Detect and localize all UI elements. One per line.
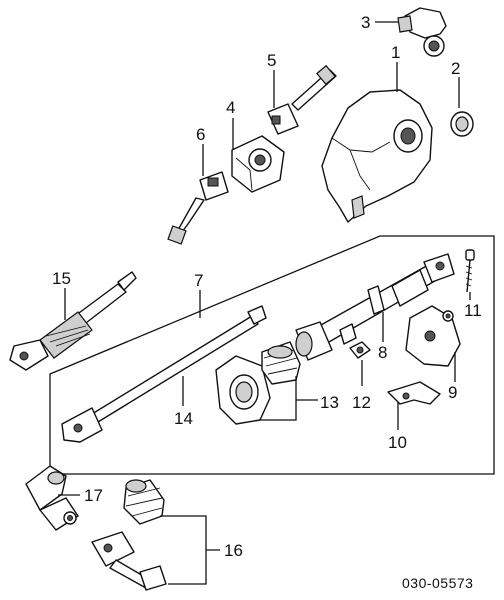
callout-1: 1 <box>391 43 400 62</box>
callout-11: 11 <box>464 301 482 320</box>
assembly-boundary-box <box>49 235 495 475</box>
callout-9: 9 <box>448 383 457 402</box>
part-9-bracket <box>405 305 461 367</box>
callout-12: 12 <box>352 393 371 412</box>
callout-10: 10 <box>388 433 407 452</box>
leader-13 <box>260 376 318 421</box>
callout-7: 7 <box>194 271 203 290</box>
callout-17: 17 <box>84 486 103 505</box>
callout-15: 15 <box>52 269 71 288</box>
part-5-switch-lever <box>267 64 337 135</box>
part-6-wiper-switch <box>167 171 229 245</box>
diagram-code: 030-05573 <box>402 575 473 591</box>
part-17-universal-joint <box>25 465 79 531</box>
callout-2: 2 <box>451 59 460 78</box>
callout-8: 8 <box>378 343 387 362</box>
part-11-bolt <box>465 249 475 293</box>
part-14-lower-shaft <box>61 305 267 443</box>
leader-16 <box>160 515 220 585</box>
part-1-column-cover <box>321 89 433 223</box>
callout-13: 13 <box>320 393 339 412</box>
part-13-boot-flange <box>215 341 301 425</box>
callout-4: 4 <box>226 98 235 117</box>
part-3-ignition-switch <box>397 7 447 57</box>
callout-6: 6 <box>196 125 205 144</box>
part-10-lower-bracket <box>387 381 441 405</box>
callout-3: 3 <box>361 13 370 32</box>
callout-16: 16 <box>224 541 243 560</box>
callout-5: 5 <box>267 51 276 70</box>
part-12-nut <box>349 341 371 359</box>
part-2-ring <box>450 111 474 137</box>
callout-14: 14 <box>174 409 193 428</box>
part-16-shaft-assembly <box>91 479 167 591</box>
part-4-switch-housing <box>231 135 285 193</box>
part-8-column-tube <box>295 253 455 361</box>
part-15-intermediate-shaft <box>9 271 137 371</box>
